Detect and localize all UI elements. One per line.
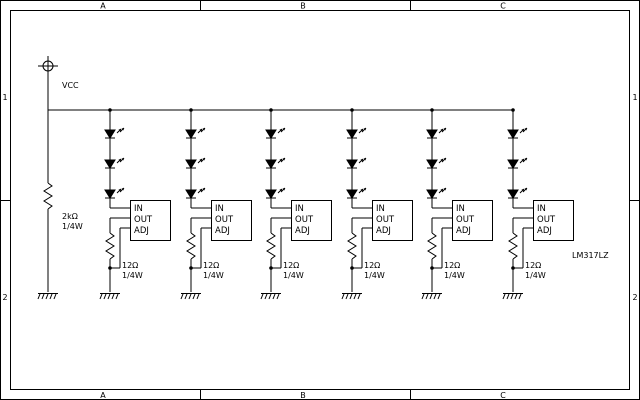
ground-symbol-icon: [260, 293, 281, 300]
led-icon: [507, 157, 528, 169]
row-label-left: 2: [2, 293, 7, 302]
led-icon: [104, 127, 125, 139]
sense-resistor-rating: 1/4W: [283, 271, 304, 280]
regulator-pin-adj: ADJ: [215, 226, 230, 236]
sense-resistor-value: 12Ω: [444, 261, 460, 270]
regulator-pin-in: IN: [376, 204, 385, 214]
regulator-pin-adj: ADJ: [456, 226, 471, 236]
regulator-pin-out: OUT: [537, 215, 556, 225]
column-label-top: A: [100, 2, 106, 11]
regulator-pin-out: OUT: [376, 215, 395, 225]
junction-dot: [108, 266, 112, 270]
led-icon: [185, 157, 206, 169]
ground-symbol-icon: [37, 293, 58, 300]
ground-symbol-icon: [421, 293, 442, 300]
junction-dot: [511, 266, 515, 270]
led-icon: [346, 187, 367, 199]
sense-resistor-value: 12Ω: [525, 261, 541, 270]
led-icon: [265, 157, 286, 169]
led-icon: [346, 127, 367, 139]
led-icon: [185, 127, 206, 139]
led-driver-stages: INOUTADJ12Ω1/4WINOUTADJ12Ω1/4WINOUTADJ12…: [99, 108, 574, 300]
led-icon: [104, 157, 125, 169]
regulator-pin-in: IN: [295, 204, 304, 214]
sense-resistor-rating: 1/4W: [444, 271, 465, 280]
ground-symbol-icon: [502, 293, 523, 300]
regulator-pin-adj: ADJ: [537, 226, 552, 236]
led-icon: [265, 187, 286, 199]
sense-resistor-rating: 1/4W: [122, 271, 143, 280]
column-label-bottom: A: [100, 391, 106, 400]
led-icon: [507, 127, 528, 139]
led-icon: [104, 187, 125, 199]
led-icon: [265, 127, 286, 139]
regulator-pin-adj: ADJ: [134, 226, 149, 236]
sense-resistor-value: 12Ω: [122, 261, 138, 270]
bias-resistor-value: 2kΩ: [62, 212, 78, 221]
ground-symbol-icon: [180, 293, 201, 300]
regulator-pin-in: IN: [456, 204, 465, 214]
junction-dot: [430, 266, 434, 270]
regulator-pin-out: OUT: [134, 215, 153, 225]
regulator-part-number: LM317LZ: [572, 251, 609, 260]
regulator-pin-in: IN: [215, 204, 224, 214]
regulator-pin-in: IN: [537, 204, 546, 214]
led-icon: [426, 127, 447, 139]
sense-resistor-value: 12Ω: [364, 261, 380, 270]
regulator-pin-in: IN: [134, 204, 143, 214]
ground-symbol-icon: [341, 293, 362, 300]
sense-resistor-rating: 1/4W: [525, 271, 546, 280]
junction-dot: [269, 266, 273, 270]
led-icon: [185, 187, 206, 199]
junction-dot: [350, 266, 354, 270]
column-label-bottom: C: [500, 391, 506, 400]
junction-dot: [189, 266, 193, 270]
vcc-supply: VCC: [38, 56, 79, 110]
column-label-top: B: [300, 2, 306, 11]
row-label-right: 1: [632, 93, 637, 102]
bias-resistor: 2kΩ 1/4W: [43, 110, 83, 292]
regulator-pin-adj: ADJ: [295, 226, 310, 236]
regulator-pin-out: OUT: [215, 215, 234, 225]
led-icon: [426, 157, 447, 169]
sense-resistor-value: 12Ω: [203, 261, 219, 270]
row-label-left: 1: [2, 93, 7, 102]
sense-resistor-rating: 1/4W: [364, 271, 385, 280]
row-label-right: 2: [632, 293, 637, 302]
regulator-pin-out: OUT: [295, 215, 314, 225]
regulator-pin-out: OUT: [456, 215, 475, 225]
column-label-bottom: B: [300, 391, 306, 400]
bias-resistor-rating: 1/4W: [62, 222, 83, 231]
led-icon: [507, 187, 528, 199]
column-label-top: C: [500, 2, 506, 11]
sense-resistor-rating: 1/4W: [203, 271, 224, 280]
led-icon: [426, 187, 447, 199]
led-icon: [346, 157, 367, 169]
sense-resistor-value: 12Ω: [283, 261, 299, 270]
vcc-label: VCC: [62, 81, 79, 90]
ground-symbol-icon: [99, 293, 120, 300]
regulator-pin-adj: ADJ: [376, 226, 391, 236]
